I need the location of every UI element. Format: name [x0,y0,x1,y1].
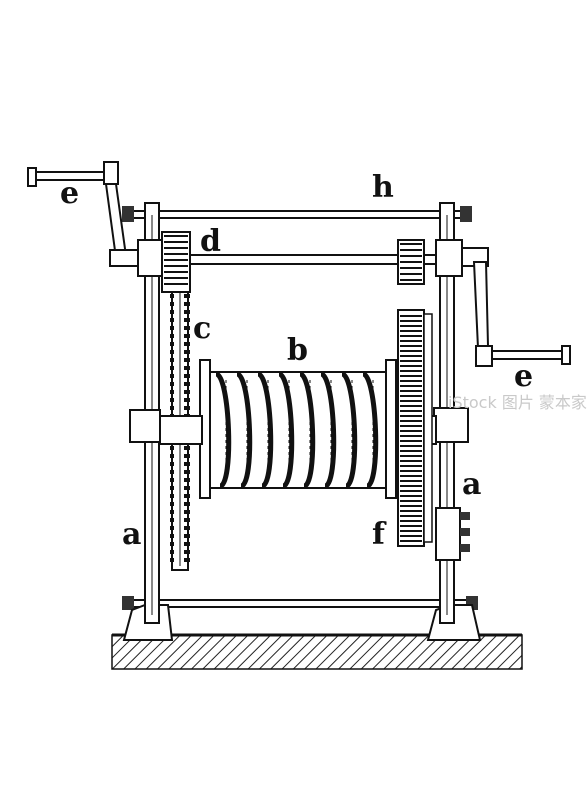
gear-tooth [170,526,174,530]
label-c: c [193,311,211,346]
gear-tooth [184,446,190,450]
gear-tooth [170,342,174,346]
drum-coil [214,371,232,489]
gear-tooth [170,550,174,554]
gear-tooth [170,302,174,306]
gear-tooth [170,494,174,498]
gear-tooth [170,326,174,330]
pinion-h [397,239,425,285]
gear-tooth [184,342,190,346]
gear-tooth [184,294,190,298]
gear-tooth [170,446,174,450]
gear-tooth [184,366,190,370]
gear-tooth [170,470,174,474]
gear-tooth [170,542,174,546]
gear-tooth [184,334,190,338]
label-e-right: e [514,359,533,394]
drum-coil [319,371,337,489]
drum-coil [256,371,274,489]
gear-tooth [170,318,174,322]
top-tie-rod [122,206,472,222]
gear-tooth [184,390,190,394]
gear-tooth [170,502,174,506]
gear-tooth [184,374,190,378]
gear-tooth [170,462,174,466]
gear-tooth [170,382,174,386]
gear-tooth [184,358,190,362]
gear-tooth [170,398,174,402]
gear-tooth [184,494,190,498]
drum-coil [298,371,316,489]
gear-tooth [184,382,190,386]
gear-tooth [170,366,174,370]
gear-tooth [184,526,190,530]
gear-tooth [184,550,190,554]
drum-coil [340,371,358,489]
gear-tooth [170,358,174,362]
bottom-tie-rod [122,596,478,610]
gear-tooth [170,334,174,338]
label-e-left: e [60,176,79,211]
gear-tooth [184,326,190,330]
gear-tooth [184,518,190,522]
gear-tooth [184,398,190,402]
gear-tooth [184,558,190,562]
gear-tooth [184,310,190,314]
gear-tooth [184,478,190,482]
watermark-text: iStock 图片 蒙本家 [448,393,587,412]
gear-tooth [170,350,174,354]
brake-wheel-f [397,309,433,547]
left-frame [122,202,174,641]
gear-tooth [184,486,190,490]
drum-b [159,359,437,499]
gear-tooth [184,406,190,410]
gear-tooth [170,454,174,458]
gear-tooth [170,558,174,562]
gear-tooth [184,350,190,354]
gear-tooth [170,486,174,490]
right-frame [426,202,482,641]
gear-tooth [170,406,174,410]
gear-tooth [170,518,174,522]
gear-tooth [184,510,190,514]
pinion-d [161,231,191,293]
drum-coil [235,371,253,489]
gear-tooth [184,454,190,458]
gear-c [170,231,190,571]
gear-tooth [170,294,174,298]
label-a-left: a [122,517,141,552]
label-b: b [287,333,308,368]
gear-tooth [184,302,190,306]
label-f: f [372,517,387,552]
label-a-right: a [462,467,481,502]
gear-tooth [170,510,174,514]
gear-tooth [170,390,174,394]
gear-tooth [184,470,190,474]
drum-coil [361,371,379,489]
gear-tooth [184,462,190,466]
label-d: d [200,224,221,259]
gear-tooth [184,502,190,506]
gear-tooth [170,534,174,538]
gear-tooth [184,534,190,538]
crank-handle-left [27,161,139,267]
gear-tooth [170,310,174,314]
crank-handle-right [461,247,571,367]
gear-tooth [170,478,174,482]
gear-tooth [184,318,190,322]
gear-tooth [184,542,190,546]
gear-tooth [170,374,174,378]
drum-coil [277,371,295,489]
label-h: h [372,170,394,205]
